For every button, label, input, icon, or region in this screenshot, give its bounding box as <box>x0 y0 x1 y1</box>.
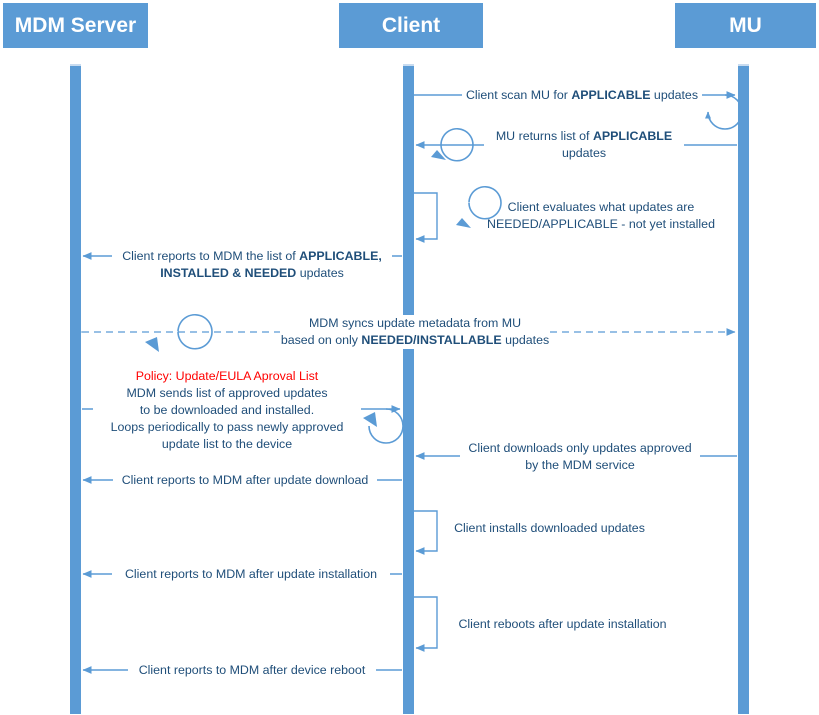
lifeline-mdm-server <box>70 64 81 714</box>
actor-label-mu: MU <box>729 13 762 37</box>
message-text-line: updates <box>561 146 607 160</box>
lifeline-client <box>403 64 414 714</box>
message-label-m5: MDM syncs update metadata from MU based o… <box>280 315 550 349</box>
message-text-line: MU returns list of APPLICABLE <box>495 129 673 143</box>
message-label-m1: Client scan MU for APPLICABLE updates <box>462 87 702 104</box>
message-text-line: MDM syncs update metadata from MU <box>308 316 522 330</box>
message-arrow-m11-self[interactable] <box>414 596 438 652</box>
message-arrow-m9-self[interactable] <box>414 510 438 555</box>
message-text-line: Client scan MU for APPLICABLE updates <box>465 88 699 102</box>
message-text-line: Client evaluates what updates are <box>507 200 695 214</box>
message-label-m11: Client reboots after update installation <box>455 616 670 633</box>
message-text-line: update list to the device <box>161 437 293 451</box>
actor-box-mu[interactable]: MU <box>675 3 816 48</box>
message-label-m4: Client reports to MDM the list of APPLIC… <box>112 248 392 282</box>
message-text-line: Client reports to MDM after device reboo… <box>138 663 366 677</box>
message-text-line: Client reports to MDM the list of APPLIC… <box>122 249 382 263</box>
actor-label-mdm-server: MDM Server <box>14 13 137 37</box>
message-text-line: Client reports to MDM after update insta… <box>124 567 378 581</box>
message-label-m9: Client installs downloaded updates <box>452 520 647 537</box>
message-text-line: NEEDED/APPLICABLE - not yet installed <box>487 217 715 231</box>
message-text-line: Client downloads only updates approved <box>468 441 692 455</box>
message-text-line: to be downloaded and installed. <box>139 403 315 417</box>
actor-box-mdm-server[interactable]: MDM Server <box>3 3 148 48</box>
message-text-line: by the MDM service <box>525 458 635 472</box>
message-label-m7: Client downloads only updates approved by… <box>460 440 700 474</box>
message-text-line: based on only NEEDED/INSTALLABLE updates <box>280 333 550 347</box>
message-label-m12: Client reports to MDM after device reboo… <box>128 662 376 679</box>
actor-label-client: Client <box>381 13 441 37</box>
message-text-line: Client reboots after update installation <box>458 617 667 631</box>
message-label-m10: Client reports to MDM after update insta… <box>112 566 390 583</box>
message-text-line: Loops periodically to pass newly approve… <box>110 420 344 434</box>
message-label-m8: Client reports to MDM after update downl… <box>113 472 377 489</box>
message-text-line: Client installs downloaded updates <box>454 521 645 535</box>
lifeline-mu <box>738 64 749 714</box>
message-text-line: Client reports to MDM after update downl… <box>121 473 369 487</box>
message-text-line: INSTALLED & NEEDED updates <box>160 266 344 280</box>
message-label-m2: MU returns list of APPLICABLE updates <box>484 128 684 162</box>
actor-box-client[interactable]: Client <box>339 3 483 48</box>
message-text-line: MDM sends list of approved updates <box>126 386 328 400</box>
message-text-line: Policy: Update/EULA Aproval List <box>135 369 319 383</box>
